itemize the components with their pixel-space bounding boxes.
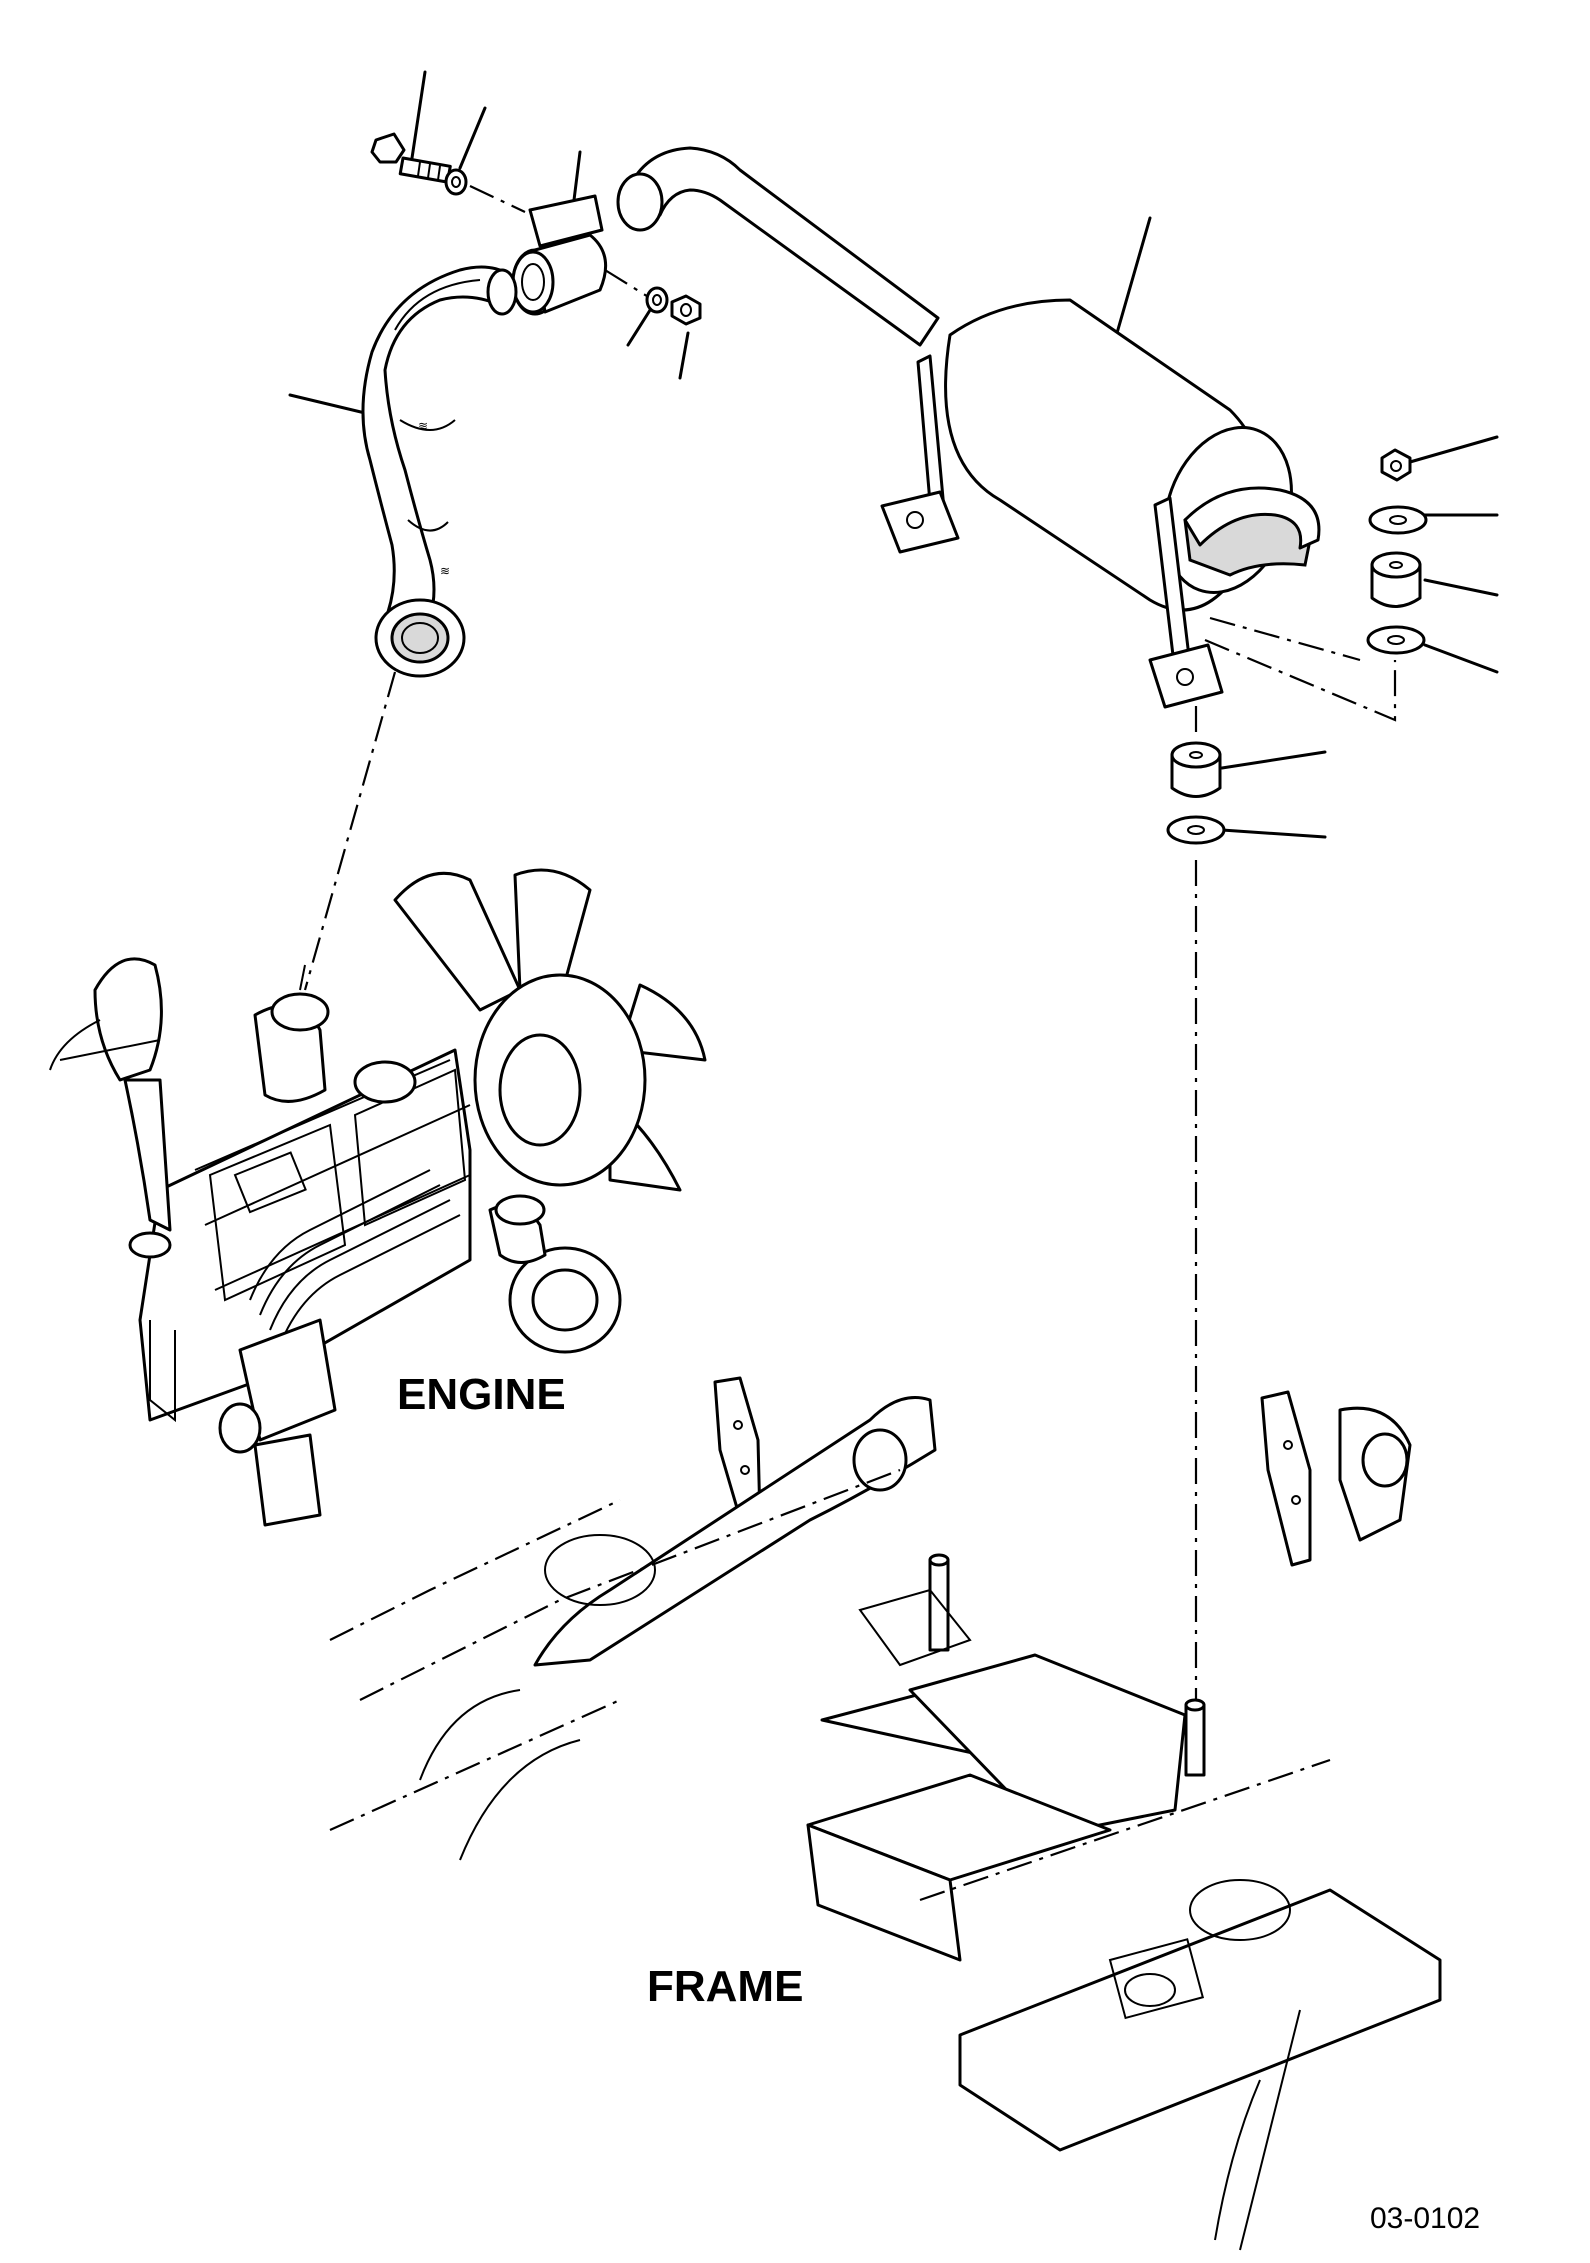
exhaust-pipe: ≋ ≋ xyxy=(361,265,518,678)
lock-washer xyxy=(645,286,669,314)
clamp-nut xyxy=(670,294,702,326)
drawing-id: 03-0102 xyxy=(1370,2202,1481,2235)
pipe-clamp xyxy=(511,194,608,316)
frame-label: FRAME xyxy=(647,1962,804,2011)
frame xyxy=(329,1376,1442,2251)
washer xyxy=(444,168,468,196)
callout-leaders xyxy=(288,70,1499,839)
svg-text:≋: ≋ xyxy=(440,564,450,578)
alignment-lines xyxy=(303,616,1397,1715)
engine-label: ENGINE xyxy=(397,1370,566,1419)
svg-text:≋: ≋ xyxy=(418,419,428,433)
muffler xyxy=(616,146,1321,709)
mount-hardware xyxy=(1166,448,1428,845)
exhaust-bolt xyxy=(370,132,452,184)
engine xyxy=(49,868,707,1527)
